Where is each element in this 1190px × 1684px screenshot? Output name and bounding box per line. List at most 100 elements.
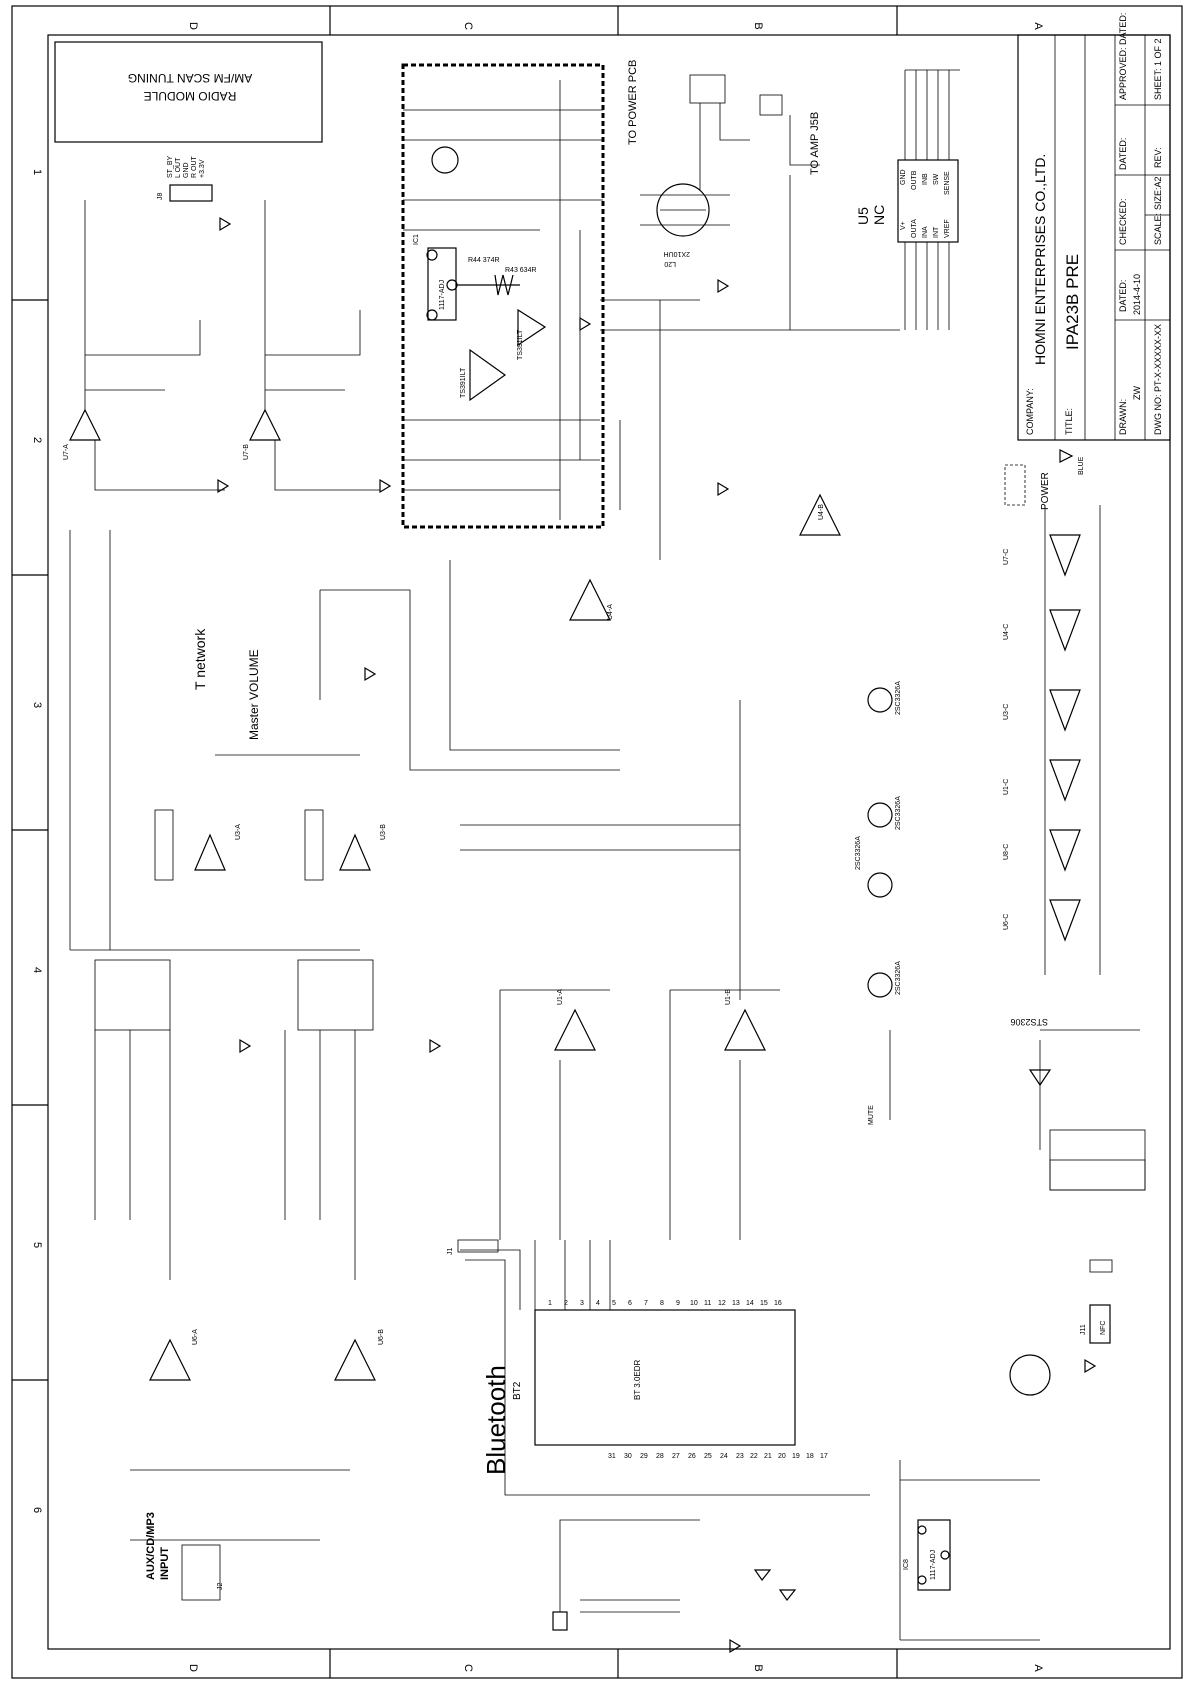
j1-label: J1 (447, 1248, 454, 1256)
q4-switch-section: STS2306 (1010, 1017, 1146, 1191)
zone-top-a: A (1032, 22, 1044, 30)
zone-labels: D C B A D C B A 1 2 3 4 5 6 (31, 22, 1044, 1672)
zone-left-3: 3 (31, 702, 43, 708)
bt-pin-30: 30 (624, 1453, 632, 1460)
master-volume-label: Master VOLUME (247, 649, 261, 740)
j8-pin-lout: L OUT (175, 157, 182, 178)
bt-pin-14: 14 (746, 1300, 754, 1307)
zone-bottom-d: D (187, 1664, 199, 1672)
tb-rev: REV: (1153, 147, 1163, 168)
bt-pin-9: 9 (676, 1300, 680, 1307)
zone-left-6: 6 (31, 1507, 43, 1513)
zone-bottom-b: B (752, 1664, 764, 1671)
bt-pin-1: 1 (548, 1300, 552, 1307)
decoupling-column: U7-C U4-C U3-C U1-C U8-C U6-C (1003, 505, 1101, 975)
j8-pin-33v: +3.3V (199, 159, 206, 178)
radio-module-box: AM/FM SCAN TUNING RADIO MODULE (54, 41, 323, 143)
zone-top-d: D (187, 22, 199, 30)
to-power-pcb: TO POWER PCB (627, 60, 639, 145)
u5-label: U5 (855, 207, 871, 225)
nfc-section: NFC J11 (1080, 1259, 1113, 1344)
j8-pin-gnd: GND (183, 162, 190, 178)
u7c-label: U7-C (1003, 549, 1010, 565)
bt-pin-16: 16 (774, 1300, 782, 1307)
op-amp-stage-u3: U3-A U3-B (154, 809, 387, 881)
bt-pin-15: 15 (760, 1300, 768, 1307)
bt-pin-3: 3 (580, 1300, 584, 1307)
u5-pin-gnd: GND (900, 169, 907, 185)
ic1-label: IC1 (413, 234, 420, 245)
bt-pin-11: 11 (704, 1300, 711, 1307)
ts391-label-1: TS391ILT (517, 329, 524, 360)
input-label-2: AUX/CD/MP3 (145, 1512, 157, 1580)
bt2-label: BT2 (512, 1381, 523, 1400)
u6b-label: U6-B (378, 1329, 385, 1345)
tb-company-label: COMPANY: (1025, 388, 1035, 435)
u5-pin-sw: SW (933, 173, 940, 185)
tb-dated-2: DATED: (1118, 138, 1128, 170)
u8c-label: U8-C (1003, 844, 1010, 860)
zone-bottom-a: A (1032, 1664, 1044, 1672)
j11-label: J11 (1080, 1324, 1087, 1335)
r43-label: R43 634R (505, 267, 537, 274)
zone-left-2: 2 (31, 437, 43, 443)
tb-approved-label: APPROVED: (1118, 47, 1128, 100)
u5-pin-int: INT (933, 226, 940, 238)
u3c-label: U3-C (1003, 704, 1010, 720)
tb-dated-3: DATED: (1118, 13, 1128, 45)
u7a-label: U7-A (63, 444, 70, 460)
u4a-label: U4-A (607, 604, 614, 620)
filter-column (94, 959, 374, 1280)
bt-pin-22: 22 (750, 1453, 758, 1460)
nfc-label: NFC (1100, 1321, 1107, 1335)
input-label-1: INPUT (159, 1547, 171, 1580)
bt-module-label: BT 3.0EDR (633, 1359, 642, 1400)
bt-pin-26: 26 (688, 1453, 696, 1460)
u5-pin-outa: OUTA (911, 219, 918, 238)
zone-left-5: 5 (31, 1242, 43, 1248)
q8-part: 2SC3326A (855, 836, 862, 870)
l20-value: 2X10UH (664, 250, 690, 257)
bt-pin-28: 28 (656, 1453, 664, 1460)
j8-pin-rout: R OUT (191, 156, 198, 179)
u5-pin-outb: OUTB (911, 170, 918, 190)
bt-pin-21: 21 (764, 1453, 772, 1460)
bt-pin-13: 13 (732, 1300, 740, 1307)
bt-top-pins: 1 2 3 4 5 6 7 8 9 10 11 12 13 14 15 16 (548, 1300, 782, 1307)
tb-scale: SCALE: (1153, 213, 1163, 245)
u1a-label: U1-A (557, 989, 564, 1005)
bt-pin-27: 27 (672, 1453, 680, 1460)
ic8-part: 1117-ADJ (930, 1550, 937, 1580)
ic8-label: IC8 (903, 1559, 910, 1570)
zone-left-4: 4 (31, 967, 43, 973)
mute-transistors: 2SC3326A 2SC3326A 2SC3326A 2SC3326A MUTE (460, 681, 902, 1125)
u5-pin-inb: INB (922, 173, 929, 185)
bt-pin-6: 6 (628, 1300, 632, 1307)
bt-pin-2: 2 (564, 1300, 568, 1307)
tb-title-label: TITLE: (1064, 408, 1074, 435)
tb-drawn-by: ZW (1132, 386, 1142, 400)
q7-part: 2SC3326A (895, 796, 902, 830)
j8-pins: ST_BY (167, 155, 174, 178)
tb-sheet: SHEET: 1 OF 2 (1153, 38, 1163, 100)
bt-pin-17: 17 (820, 1453, 828, 1460)
l20-label: L20 (664, 260, 676, 267)
u5-pin-sense: SENSE (944, 171, 951, 195)
bt-pin-19: 19 (792, 1453, 800, 1460)
title-block: COMPANY: HOMNI ENTERPRISES CO.,LTD. TITL… (1017, 13, 1171, 441)
tb-checked-label: CHECKED: (1118, 198, 1128, 245)
tb-dwg-no: DWG NO: PT-X-XXXXX-XX (1153, 324, 1163, 435)
bt-pin-23: 23 (736, 1453, 744, 1460)
ic1-regulator-block: IC1 1117-ADJ R43 634R R44 374R TS391ILT … (401, 63, 605, 529)
t-network-label: T network (192, 628, 208, 690)
tb-size: SIZE:A2 (1153, 176, 1163, 210)
antenna-section (552, 1519, 700, 1631)
tb-drawn-label: DRAWN: (1118, 399, 1128, 435)
input-stage-u6: U6-A U6-B INPUT AUX/CD/MP3 J2 (130, 1329, 385, 1601)
to-amp-j5b: TO AMP J5B (809, 112, 821, 175)
tb-company: HOMNI ENTERPRISES CO.,LTD. (1032, 154, 1048, 365)
blue-label: BLUE (1078, 456, 1085, 475)
master-volume-section: T network Master VOLUME (69, 530, 620, 951)
bt-pin-25: 25 (704, 1453, 712, 1460)
